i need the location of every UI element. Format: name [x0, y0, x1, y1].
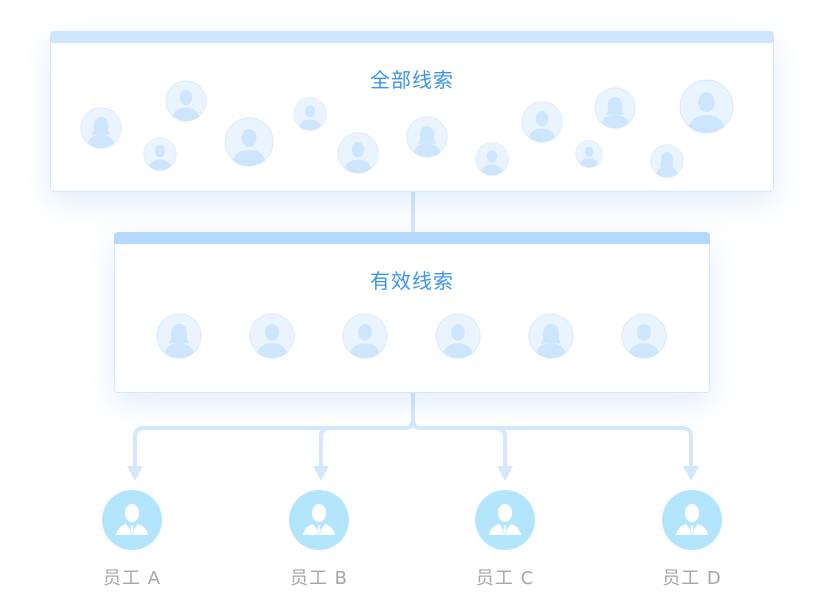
lead-avatar-icon — [575, 140, 603, 168]
employee-label: 员工 D — [662, 568, 722, 589]
all-leads-card-header-bar — [50, 31, 774, 43]
arrow-to-employee-b — [313, 466, 329, 481]
lead-avatar-icon — [293, 97, 327, 131]
lead-avatar-icon — [521, 101, 563, 143]
valid-lead-avatar-icon — [435, 313, 481, 359]
valid-leads-title: 有效线索 — [370, 269, 454, 293]
employee-b[interactable]: 员工 B — [259, 490, 379, 590]
employee-label: 员工 A — [102, 568, 162, 589]
valid-lead-avatar-icon — [342, 313, 388, 359]
valid-lead-avatar-icon — [249, 313, 295, 359]
connector-branch-b — [319, 426, 405, 468]
valid-lead-avatar-icon — [156, 313, 202, 359]
lead-avatar-icon — [143, 137, 177, 171]
valid-lead-avatar-icon — [621, 313, 667, 359]
arrow-to-employee-d — [683, 466, 699, 481]
valid-leads-card: 有效线索 — [114, 232, 710, 393]
lead-avatar-icon — [679, 79, 734, 134]
arrow-to-employee-c — [497, 466, 513, 481]
lead-avatar-icon — [475, 142, 509, 176]
employee-d[interactable]: 员工 D — [632, 490, 752, 590]
employee-a[interactable]: 员工 A — [72, 490, 192, 590]
employee-avatar-icon — [289, 490, 349, 550]
connector-valid-trunk — [133, 393, 415, 468]
lead-avatar-icon — [406, 116, 448, 158]
employee-avatar-icon — [662, 490, 722, 550]
lead-avatar-icon — [165, 80, 207, 122]
lead-avatar-icon — [224, 117, 274, 167]
all-leads-title: 全部线索 — [370, 68, 454, 92]
employee-avatar-icon — [475, 490, 535, 550]
lead-avatar-icon — [80, 107, 122, 149]
employee-avatar-icon — [102, 490, 162, 550]
employee-label: 员工 B — [289, 568, 349, 589]
valid-leads-card-header-bar — [114, 232, 710, 244]
connector-branch-d — [421, 426, 693, 468]
arrow-to-employee-a — [127, 466, 143, 481]
lead-avatar-icon — [594, 87, 636, 129]
connector-branch-c — [411, 419, 507, 468]
employee-label: 员工 C — [475, 568, 535, 589]
lead-avatar-icon — [650, 144, 684, 178]
valid-lead-avatar-icon — [528, 313, 574, 359]
lead-avatar-icon — [337, 132, 379, 174]
employee-c[interactable]: 员工 C — [445, 490, 565, 590]
